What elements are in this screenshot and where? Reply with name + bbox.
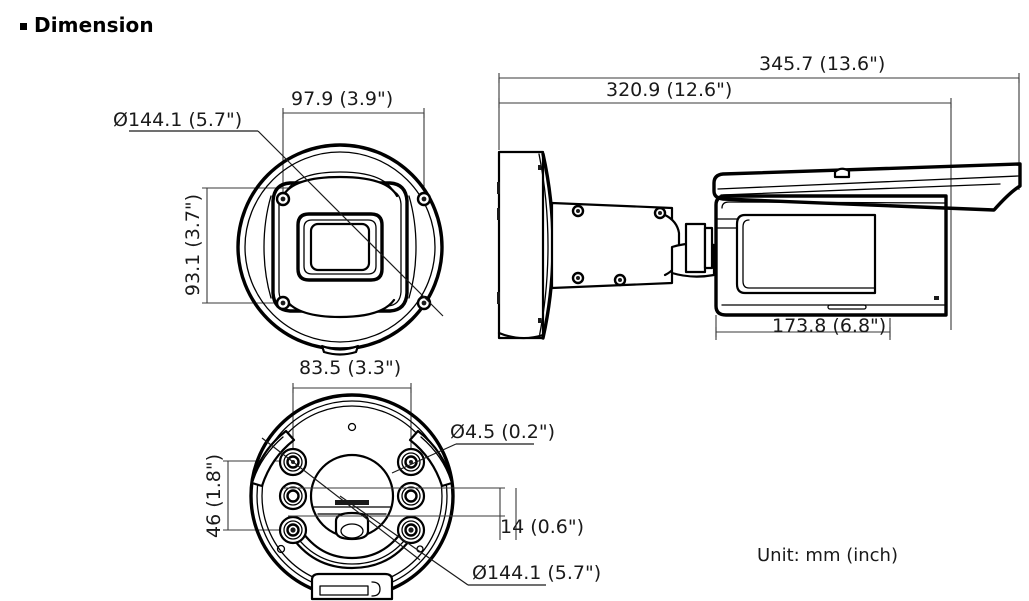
base-connector-tab xyxy=(310,572,394,601)
front-diameter-label: Ø144.1 (5.7") xyxy=(113,109,242,131)
wall-mount-plate xyxy=(497,150,555,340)
page-title: Dimension xyxy=(20,13,154,37)
front-diameter-leader xyxy=(129,130,444,317)
side-housing-length-label: 173.8 (6.8") xyxy=(772,315,886,337)
front-screw-holes xyxy=(275,191,432,311)
mount-base-view: 83.5 (3.3") 46 (1.8") Ø4.5 (0.2") 14 (0.… xyxy=(203,357,601,601)
side-body-length-label: 320.9 (12.6") xyxy=(606,79,732,101)
camera-neck xyxy=(684,222,714,274)
camera-housing xyxy=(714,194,948,317)
side-overall-length-label: 345.7 (13.6") xyxy=(759,53,885,75)
unit-note: Unit: mm (inch) xyxy=(757,545,898,566)
base-width-label: 83.5 (3.3") xyxy=(299,357,401,379)
base-diameter-leader xyxy=(339,495,546,586)
base-hole-diameter-label: Ø4.5 (0.2") xyxy=(450,421,555,443)
housing-length-dimension xyxy=(715,315,891,340)
base-slot-width-label: 14 (0.6") xyxy=(500,516,584,538)
base-slot-width-dimension xyxy=(283,487,517,540)
sunshade xyxy=(712,162,1022,212)
base-diameter-label: Ø144.1 (5.7") xyxy=(472,562,601,584)
base-hole-diameter-leader xyxy=(391,443,534,474)
front-view: Ø144.1 (5.7") 97.9 (3.9") 93.1 (3.7") xyxy=(113,88,444,356)
front-height-label: 93.1 (3.7") xyxy=(182,194,204,296)
front-width-label: 97.9 (3.9") xyxy=(291,88,393,110)
page-title-label: Dimension xyxy=(34,13,154,37)
side-view: 345.7 (13.6") 320.9 (12.6") 173.8 (6.8") xyxy=(497,53,1022,340)
base-mounting-holes xyxy=(278,447,426,545)
square-bullet-icon xyxy=(20,22,27,30)
side-body-dimension xyxy=(498,98,952,330)
base-height-label: 46 (1.8") xyxy=(203,454,225,538)
